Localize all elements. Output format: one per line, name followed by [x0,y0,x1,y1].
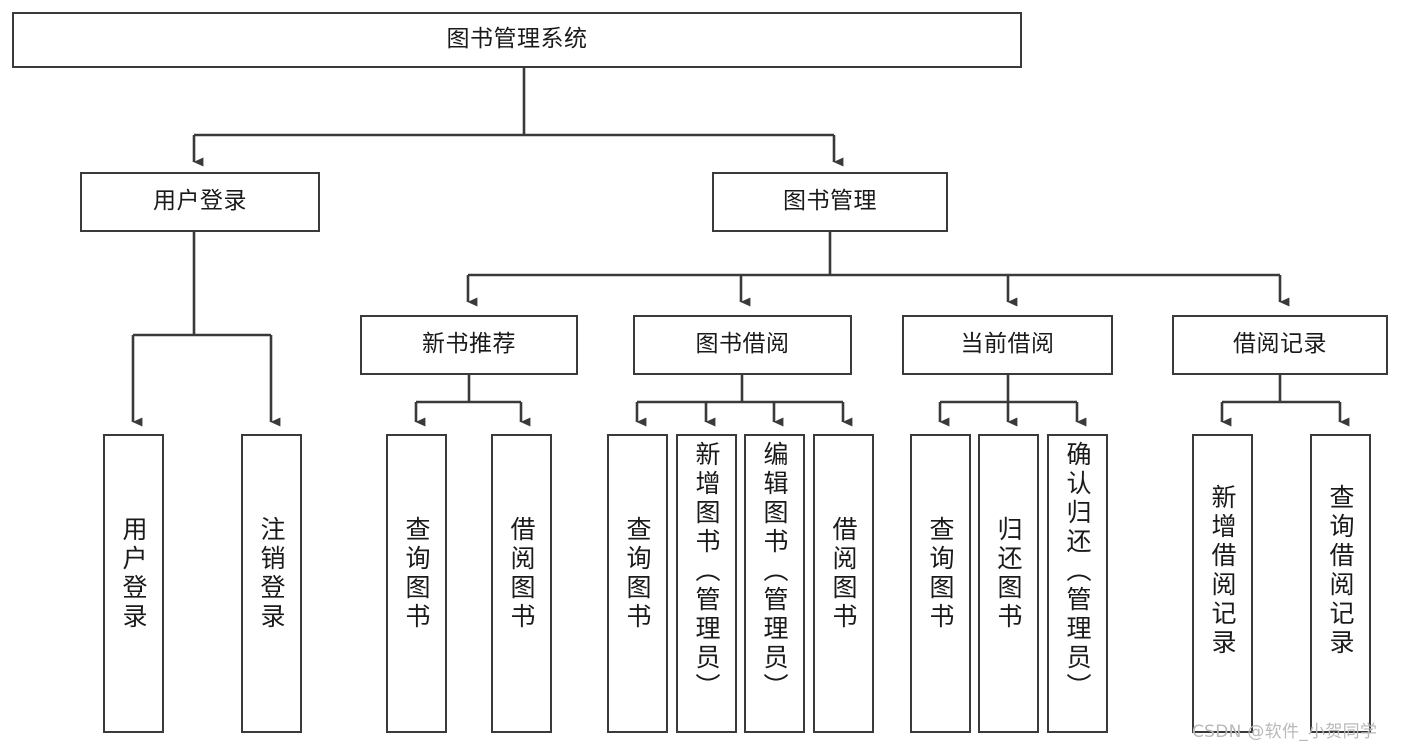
leaf-book-borrow-add-book-admin[interactable]: 新增图书（管理员） [676,434,737,733]
leaf-book-borrow-query-books[interactable]: 查询图书 [607,434,668,733]
node-label: 查询借阅记录 [1326,484,1355,658]
leaf-user-login-logout[interactable]: 注销登录 [241,434,302,733]
node-book-management[interactable]: 图书管理 [712,172,948,232]
leaf-current-borrow-return-books[interactable]: 归还图书 [978,434,1039,733]
leaf-book-borrow-borrow-books[interactable]: 借阅图书 [813,434,874,733]
node-label: 用户登录 [119,516,148,632]
node-label: 新增图书（管理员） [692,441,721,702]
leaf-book-borrow-edit-book-admin[interactable]: 编辑图书（管理员） [744,434,805,733]
node-user-login[interactable]: 用户登录 [80,172,320,232]
node-label: 新增借阅记录 [1208,484,1237,658]
node-label: 借阅图书 [507,516,536,632]
watermark-text: CSDN @软件_小贺同学 [1192,722,1378,742]
node-label: 注销登录 [257,516,286,632]
node-label: 借阅图书 [829,516,858,632]
node-label: 图书借阅 [695,331,790,358]
leaf-borrow-record-add-record[interactable]: 新增借阅记录 [1192,434,1253,733]
leaf-current-borrow-confirm-return-admin[interactable]: 确认归还（管理员） [1047,434,1108,733]
node-new-book-recommend[interactable]: 新书推荐 [360,315,578,375]
node-label: 编辑图书（管理员） [760,441,789,702]
node-label: 查询图书 [402,516,431,632]
node-label: 确认归还（管理员） [1063,441,1092,702]
node-label: 用户登录 [153,188,247,215]
node-label: 当前借阅 [960,331,1055,358]
node-book-borrow[interactable]: 图书借阅 [633,315,852,375]
leaf-new-book-borrow-books[interactable]: 借阅图书 [491,434,552,733]
node-label: 查询图书 [623,516,652,632]
node-label: 归还图书 [994,516,1023,632]
node-label: 新书推荐 [422,331,516,358]
node-label: 查询图书 [926,516,955,632]
node-label: 借阅记录 [1233,331,1327,358]
node-current-borrow[interactable]: 当前借阅 [902,315,1113,375]
node-borrow-record[interactable]: 借阅记录 [1172,315,1388,375]
leaf-current-borrow-query-books[interactable]: 查询图书 [910,434,971,733]
leaf-new-book-query-books[interactable]: 查询图书 [386,434,447,733]
node-root-system[interactable]: 图书管理系统 [12,12,1022,68]
node-label: 图书管理 [783,188,877,215]
leaf-user-login-login[interactable]: 用户登录 [103,434,164,733]
node-label: 图书管理系统 [446,26,588,53]
leaf-borrow-record-query-record[interactable]: 查询借阅记录 [1310,434,1371,733]
